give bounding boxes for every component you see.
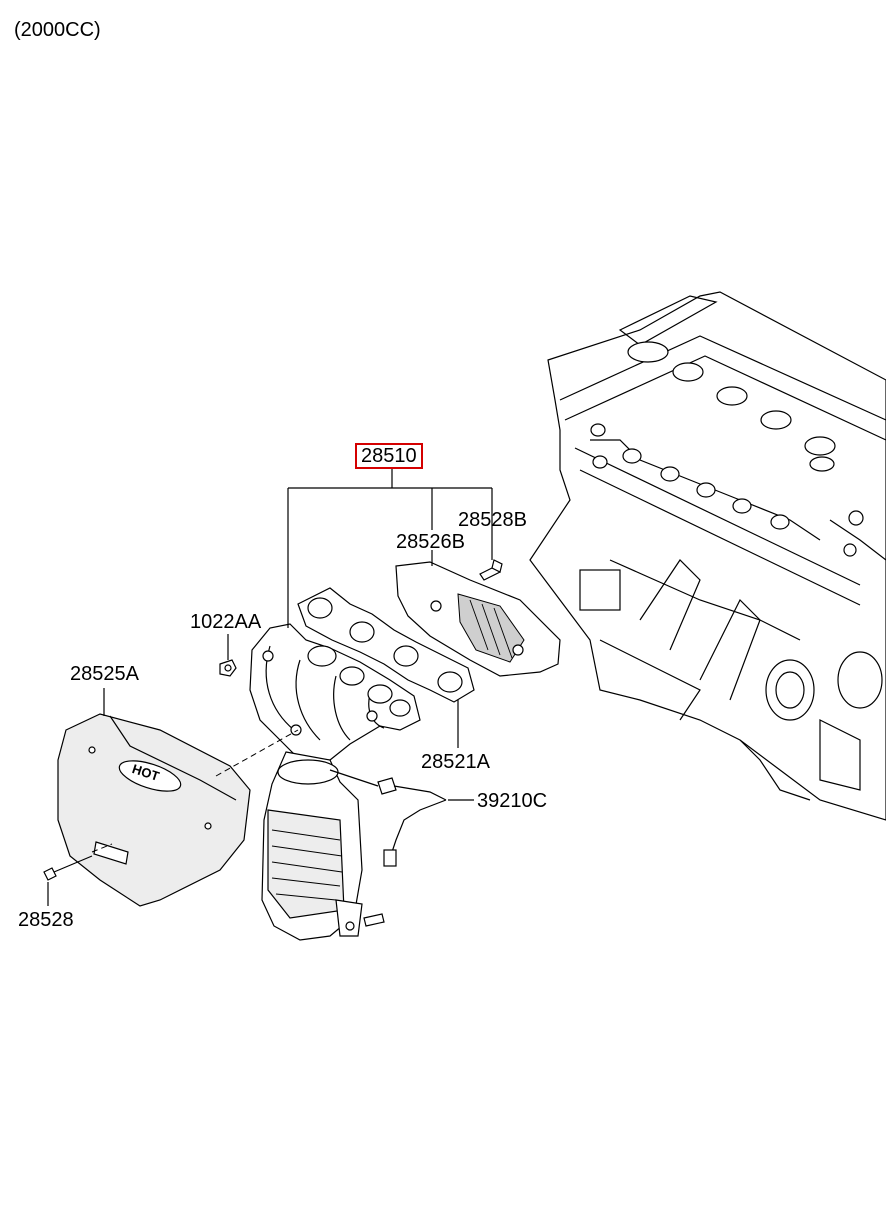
part-number-39210c[interactable]: 39210C [477,790,548,812]
exhaust-manifold-illustration [249,623,421,761]
lower-heat-protector-illustration [57,713,251,907]
engine-spec-label: (2000CC) [14,19,101,41]
nut-1022aa-illustration [219,659,237,677]
part-number-28521a[interactable]: 28521A [421,751,490,773]
part-number-28528b[interactable]: 28528B [458,509,527,531]
part-number-28526b[interactable]: 28526B [396,531,465,553]
catalytic-converter-illustration [261,751,385,941]
part-number-28528[interactable]: 28528 [18,909,74,931]
manifold-gasket-illustration [297,587,475,703]
upper-heat-protector-illustration [395,561,561,677]
alignment-line-bolt [91,843,113,853]
bolt-28528-illustration [43,855,93,881]
alignment-line-protector [215,729,299,777]
part-number-1022aa[interactable]: 1022AA [190,611,262,633]
part-number-28525a[interactable]: 28525A [70,663,139,685]
engine-block-illustration [529,291,886,821]
leader-28510-bracket [287,469,493,628]
part-number-28510[interactable]: 28510 [355,443,423,469]
bolt-28528b-illustration [479,559,503,581]
oxygen-sensor-illustration [329,769,447,867]
